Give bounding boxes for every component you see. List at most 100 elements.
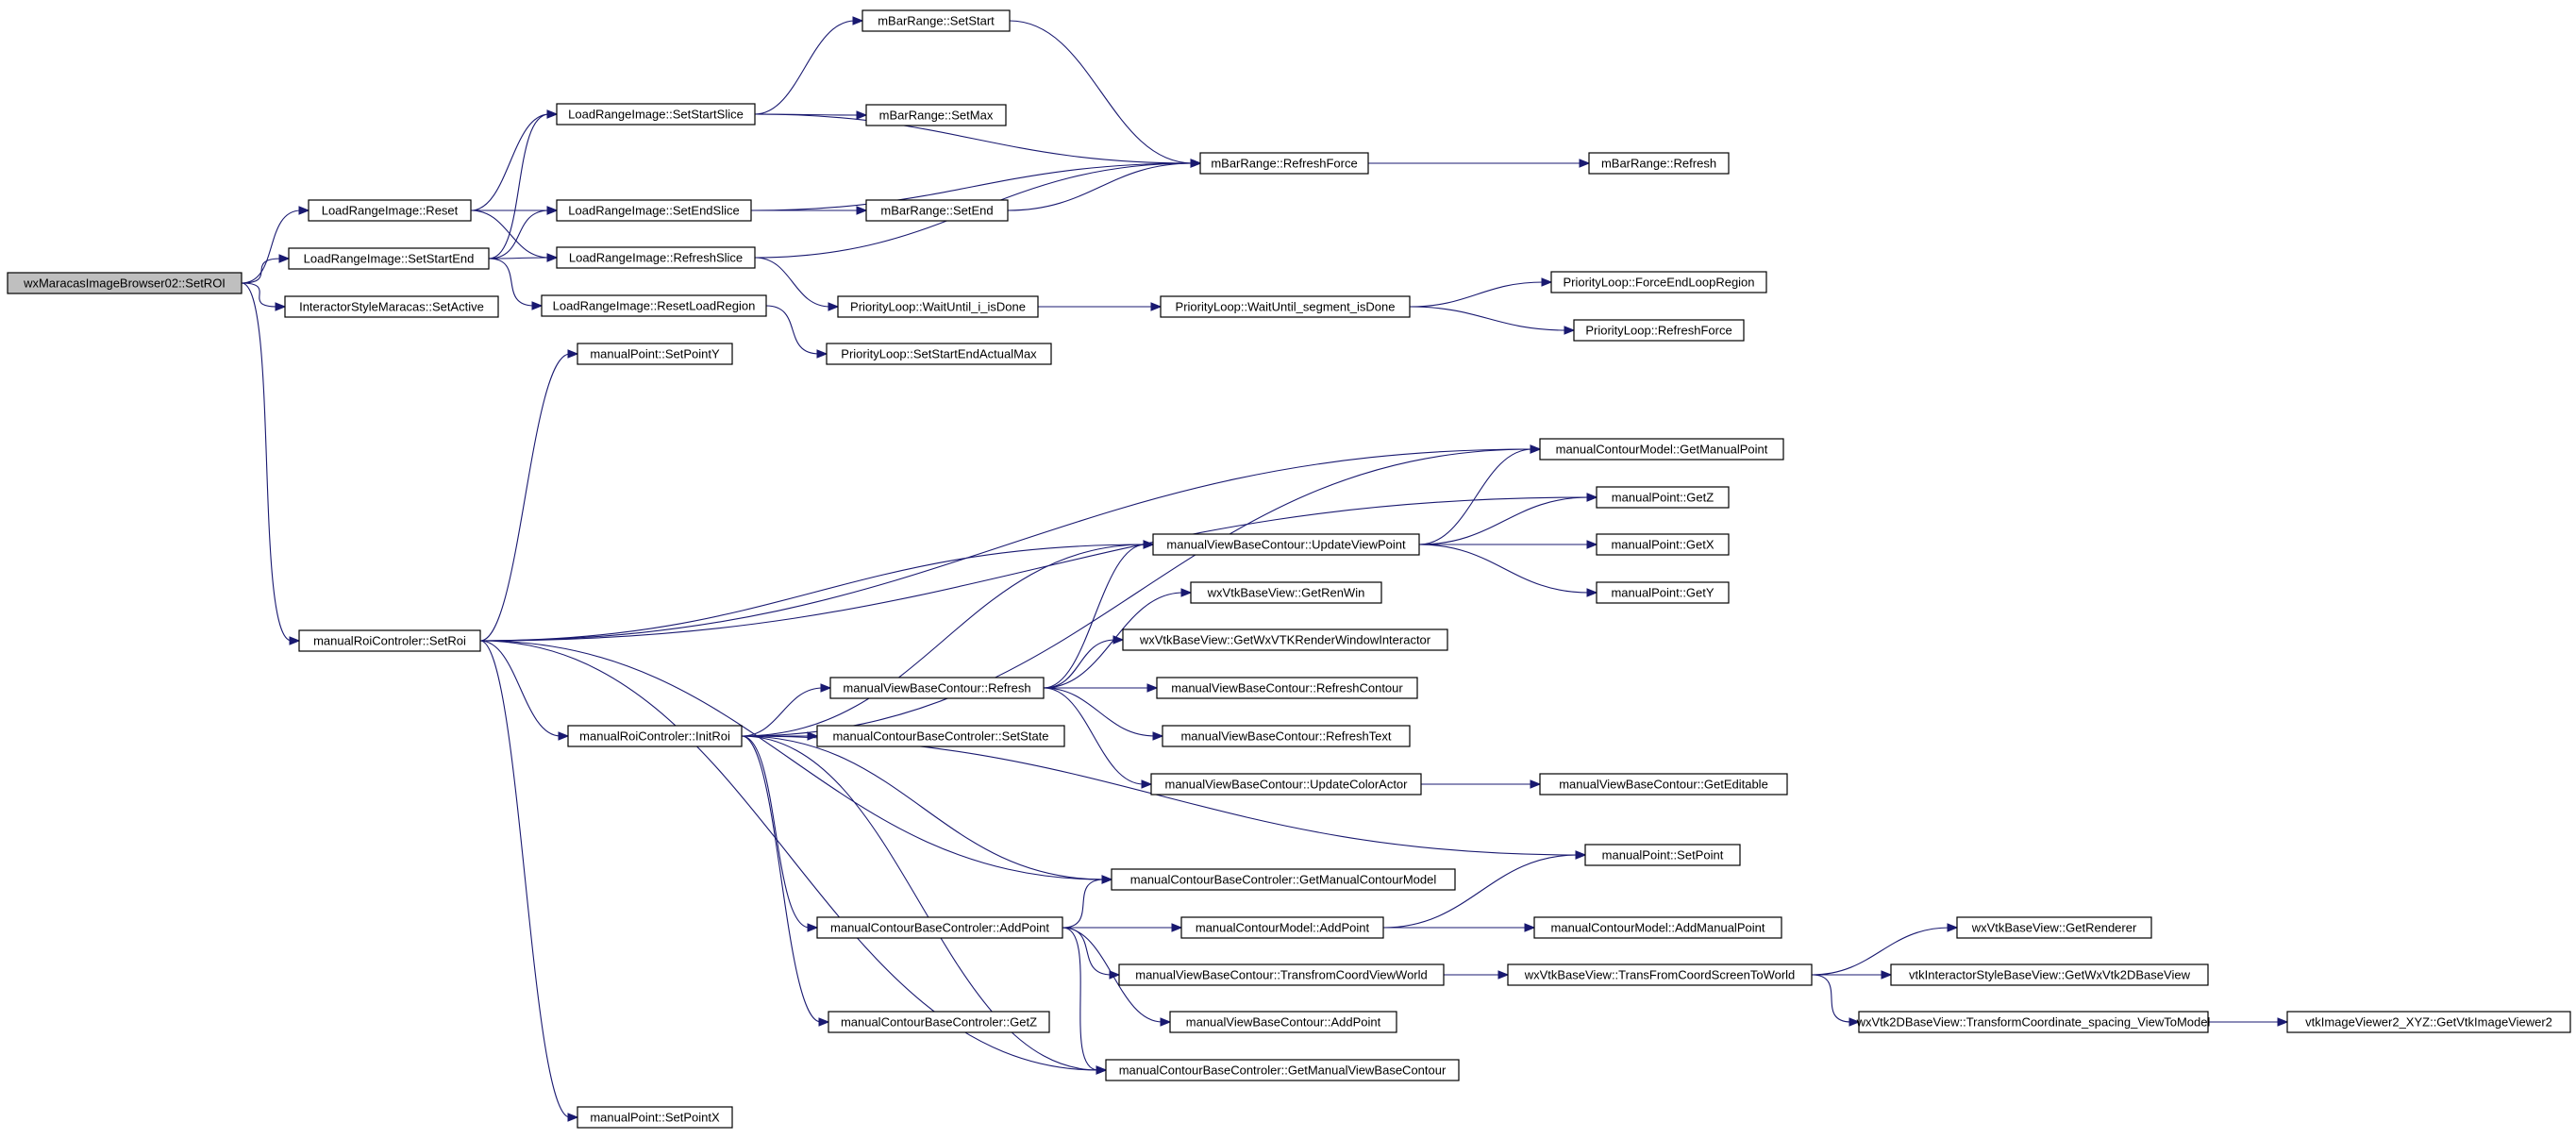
edge-mvbc-updateviewpoint-to-mcm-getmanualpoint: [1418, 444, 1542, 545]
node-label: manualPoint::SetPointY: [590, 346, 720, 360]
node-pl-refreshforce[interactable]: PriorityLoop::RefreshForce: [1573, 319, 1745, 342]
node-mvbc-transfromcoord[interactable]: manualViewBaseContour::TransfromCoordVie…: [1118, 963, 1445, 986]
edge-wxvbv-transfromcoord-to-wxvbv-getrenderer: [1811, 923, 1959, 976]
node-lri-resetloadregion[interactable]: LoadRangeImage::ResetLoadRegion: [541, 294, 767, 317]
node-mbr-refreshforce[interactable]: mBarRange::RefreshForce: [1199, 152, 1369, 175]
node-label: manualPoint::GetX: [1611, 537, 1714, 551]
edges-layer: [241, 16, 2289, 1122]
node-vtkisbv-getwxvtk2d[interactable]: vtkInteractorStyleBaseView::GetWxVtk2DBa…: [1890, 963, 2209, 986]
edge-arrowhead: [1586, 493, 1598, 502]
node-pl-forceendloopregion[interactable]: PriorityLoop::ForceEndLoopRegion: [1550, 271, 1767, 293]
edge-line: [741, 735, 811, 929]
node-label: manualContourBaseControler::SetState: [832, 729, 1048, 743]
node-mcbc-addpoint[interactable]: manualContourBaseControler::AddPoint: [816, 916, 1063, 939]
node-mp-setpointy[interactable]: manualPoint::SetPointY: [577, 343, 733, 365]
edge-line: [241, 282, 293, 642]
node-lri-setstartend[interactable]: LoadRangeImage::SetStartEnd: [288, 247, 490, 270]
node-pl-setstartendactualmax[interactable]: PriorityLoop::SetStartEndActualMax: [826, 343, 1052, 365]
node-mcm-addpoint[interactable]: manualContourModel::AddPoint: [1180, 916, 1384, 939]
edge-line: [1409, 306, 1567, 331]
edge-line: [754, 257, 831, 308]
node-pl-waituntil-i[interactable]: PriorityLoop::WaitUntil_i_isDone: [837, 295, 1039, 318]
node-label: wxVtkBaseView::GetRenWin: [1207, 585, 1365, 599]
node-mcbc-getmanualcontourmodel[interactable]: manualContourBaseControler::GetManualCon…: [1111, 868, 1456, 891]
node-mbr-setend[interactable]: mBarRange::SetEnd: [865, 199, 1009, 222]
edge-mrc-initroi-to-mcbc-getmanualcontourmodel: [741, 735, 1113, 884]
edge-line: [470, 113, 550, 211]
node-box: [1596, 486, 1730, 509]
node-mcm-addmanualpoint[interactable]: manualContourModel::AddManualPoint: [1533, 916, 1782, 939]
node-mrc-setroi[interactable]: manualRoiControler::SetRoi: [298, 629, 481, 652]
node-label: manualViewBaseContour::UpdateViewPoint: [1166, 537, 1406, 551]
node-mrc-initroi[interactable]: manualRoiControler::InitRoi: [567, 725, 743, 747]
node-mvbc-addpoint[interactable]: manualViewBaseContour::AddPoint: [1169, 1011, 1397, 1033]
edge-lri-setstartend-to-lri-setstartslice: [488, 109, 559, 260]
node-box: [1550, 271, 1767, 293]
node-label: manualViewBaseContour::TransfromCoordVie…: [1135, 967, 1428, 981]
node-box: [865, 199, 1009, 222]
node-mvbc-updatecoloractor[interactable]: manualViewBaseContour::UpdateColorActor: [1150, 773, 1422, 796]
edge-mvbc-refresh-to-wxvbv-getwxvtkrwi: [1043, 635, 1125, 689]
node-mbr-setmax[interactable]: mBarRange::SetMax: [865, 104, 1007, 126]
edge-arrowhead: [1190, 159, 1202, 168]
edge-arrowhead: [1152, 731, 1164, 741]
node-box: [288, 247, 490, 270]
node-lri-setstartslice[interactable]: LoadRangeImage::SetStartSlice: [556, 103, 756, 126]
node-mbr-refresh[interactable]: mBarRange::Refresh: [1588, 152, 1730, 175]
edge-arrowhead: [278, 254, 291, 263]
node-box: [1858, 1011, 2209, 1033]
edge-arrowhead: [852, 16, 864, 25]
edge-mcbc-addpoint-to-mcm-addpoint: [1062, 923, 1183, 932]
edge-mrc-initroi-to-mvbc-updateviewpoint: [741, 540, 1155, 737]
node-pl-waituntil-seg[interactable]: PriorityLoop::WaitUntil_segment_isDone: [1160, 295, 1411, 318]
node-wxvbv-getwxvtkrwi[interactable]: wxVtkBaseView::GetWxVTKRenderWindowInter…: [1122, 628, 1448, 651]
node-mcm-getmanualpoint[interactable]: manualContourModel::GetManualPoint: [1539, 438, 1784, 461]
node-mp-setpointx[interactable]: manualPoint::SetPointX: [577, 1106, 733, 1129]
node-lri-refreshslice[interactable]: LoadRangeImage::RefreshSlice: [556, 246, 756, 269]
edge-mcbc-addpoint-to-mvbc-addpoint: [1062, 927, 1172, 1027]
node-mp-setpoint[interactable]: manualPoint::SetPoint: [1584, 844, 1741, 866]
node-mcbc-getmanualviewbasecontour[interactable]: manualContourBaseControler::GetManualVie…: [1105, 1059, 1460, 1081]
node-label: mBarRange::RefreshForce: [1211, 156, 1357, 170]
edge-lri-refreshslice-to-pl-waituntil-i: [754, 257, 840, 311]
edge-arrowhead: [1579, 159, 1591, 168]
node-mp-getx[interactable]: manualPoint::GetX: [1596, 533, 1730, 556]
node-mvbc-refreshtext[interactable]: manualViewBaseContour::RefreshText: [1162, 725, 1411, 747]
node-mvbc-updateviewpoint[interactable]: manualViewBaseContour::UpdateViewPoint: [1152, 533, 1420, 556]
node-mbr-setstart[interactable]: mBarRange::SetStart: [861, 9, 1011, 32]
edge-arrowhead: [1586, 540, 1598, 549]
node-mvbc-geteditable[interactable]: manualViewBaseContour::GetEditable: [1539, 773, 1788, 796]
node-mcbc-getz[interactable]: manualContourBaseControler::GetZ: [828, 1011, 1050, 1033]
node-mcbc-setstate[interactable]: manualContourBaseControler::SetState: [816, 725, 1065, 747]
node-box: [1122, 628, 1448, 651]
node-wxvbv-getrenderer[interactable]: wxVtkBaseView::GetRenderer: [1956, 916, 2152, 939]
node-box: [1199, 152, 1369, 175]
edge-arrowhead: [546, 109, 559, 119]
node-label: PriorityLoop::SetStartEndActualMax: [841, 346, 1037, 360]
node-root[interactable]: wxMaracasImageBrowser02::SetROI: [7, 272, 243, 294]
edge-root-to-lri-setstartend: [241, 254, 291, 284]
node-box: [1533, 916, 1782, 939]
node-label: wxMaracasImageBrowser02::SetROI: [23, 276, 226, 290]
node-wxvbv-transfromcoord[interactable]: wxVtkBaseView::TransFromCoordScreenToWor…: [1507, 963, 1813, 986]
node-box: [1539, 773, 1788, 796]
node-vtkiv2-getvtkimageviewer[interactable]: vtkImageViewer2_XYZ::GetVtkImageViewer2: [2286, 1011, 2571, 1033]
edge-root-to-lri-reset: [241, 206, 310, 284]
edge-mcm-addpoint-to-mcm-addmanualpoint: [1383, 923, 1536, 932]
node-lri-reset[interactable]: LoadRangeImage::Reset: [308, 199, 472, 222]
edge-line: [754, 20, 856, 115]
node-mvbc-refresh[interactable]: manualViewBaseContour::Refresh: [829, 677, 1045, 699]
edge-line: [488, 257, 550, 260]
node-mp-getz[interactable]: manualPoint::GetZ: [1596, 486, 1730, 509]
node-label: PriorityLoop::ForceEndLoopRegion: [1563, 275, 1754, 289]
edge-mcbc-addpoint-to-mcbc-getmanualviewbasecontour: [1062, 927, 1108, 1075]
node-mvbc-refreshcontour[interactable]: manualViewBaseContour::RefreshContour: [1156, 677, 1418, 699]
edge-line: [741, 735, 822, 1023]
node-ism-setactive[interactable]: InteractorStyleMaracas::SetActive: [284, 295, 499, 318]
node-wx2d-transformcoord[interactable]: wxVtk2DBaseView::TransformCoordinate_spa…: [1856, 1011, 2211, 1033]
node-mp-gety[interactable]: manualPoint::GetY: [1596, 581, 1730, 604]
edge-mcm-addpoint-to-mp-setpoint: [1382, 850, 1587, 929]
node-lri-setendslice[interactable]: LoadRangeImage::SetEndSlice: [556, 199, 752, 222]
node-label: manualPoint::GetZ: [1612, 490, 1714, 504]
node-wxvbv-getrenwin[interactable]: wxVtkBaseView::GetRenWin: [1190, 581, 1382, 604]
